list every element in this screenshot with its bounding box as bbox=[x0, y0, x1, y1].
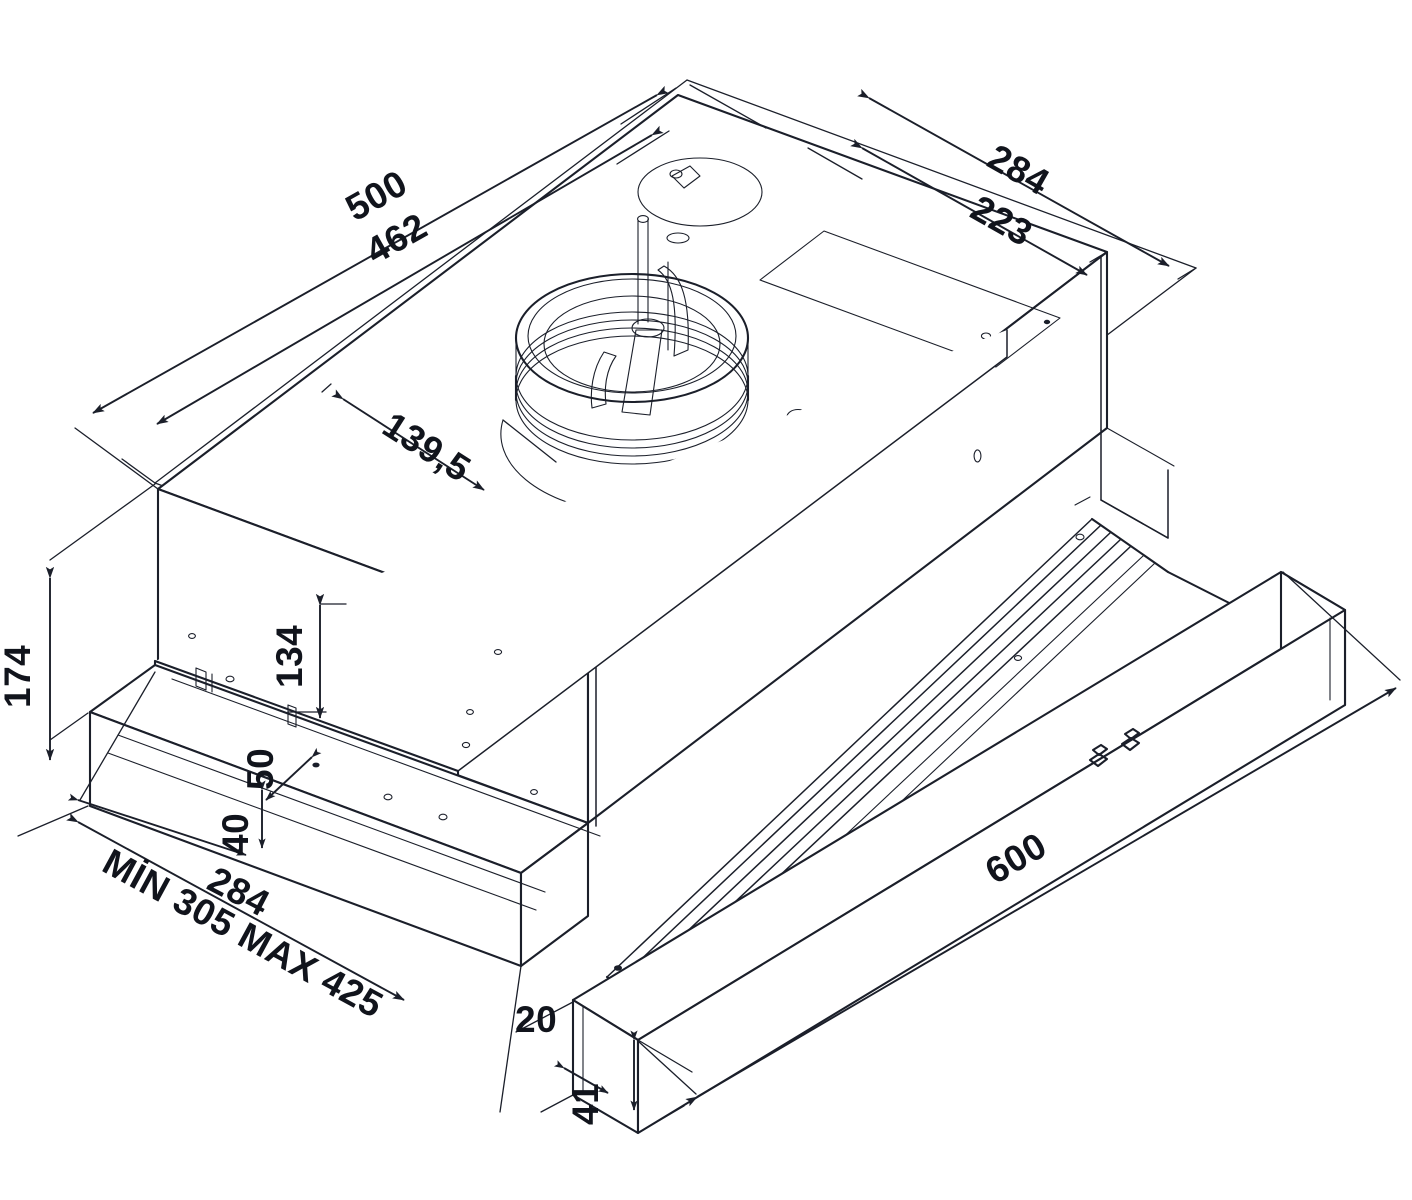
dimension-lines bbox=[45, 85, 1397, 1111]
top-access-plate bbox=[759, 230, 1061, 368]
dim-label-40: 40 bbox=[215, 813, 256, 855]
dim-label-174: 174 bbox=[0, 645, 38, 708]
dim-line-600 bbox=[685, 687, 1397, 1107]
dim-line-travel bbox=[66, 812, 405, 1001]
dim-line-50 bbox=[265, 747, 322, 801]
dim-label-134: 134 bbox=[269, 625, 310, 688]
rail-carrier-bracket bbox=[1100, 427, 1175, 539]
dim-label-41: 41 bbox=[565, 1083, 606, 1125]
dim-line-20 bbox=[553, 1060, 609, 1094]
dim-line-462 bbox=[156, 125, 664, 425]
dim-line-223-top bbox=[850, 138, 1088, 276]
extension-lines bbox=[17, 84, 1401, 1134]
dim-line-1395 bbox=[331, 389, 485, 491]
dim-label-20: 20 bbox=[515, 999, 557, 1040]
dim-label-50: 50 bbox=[240, 748, 281, 790]
